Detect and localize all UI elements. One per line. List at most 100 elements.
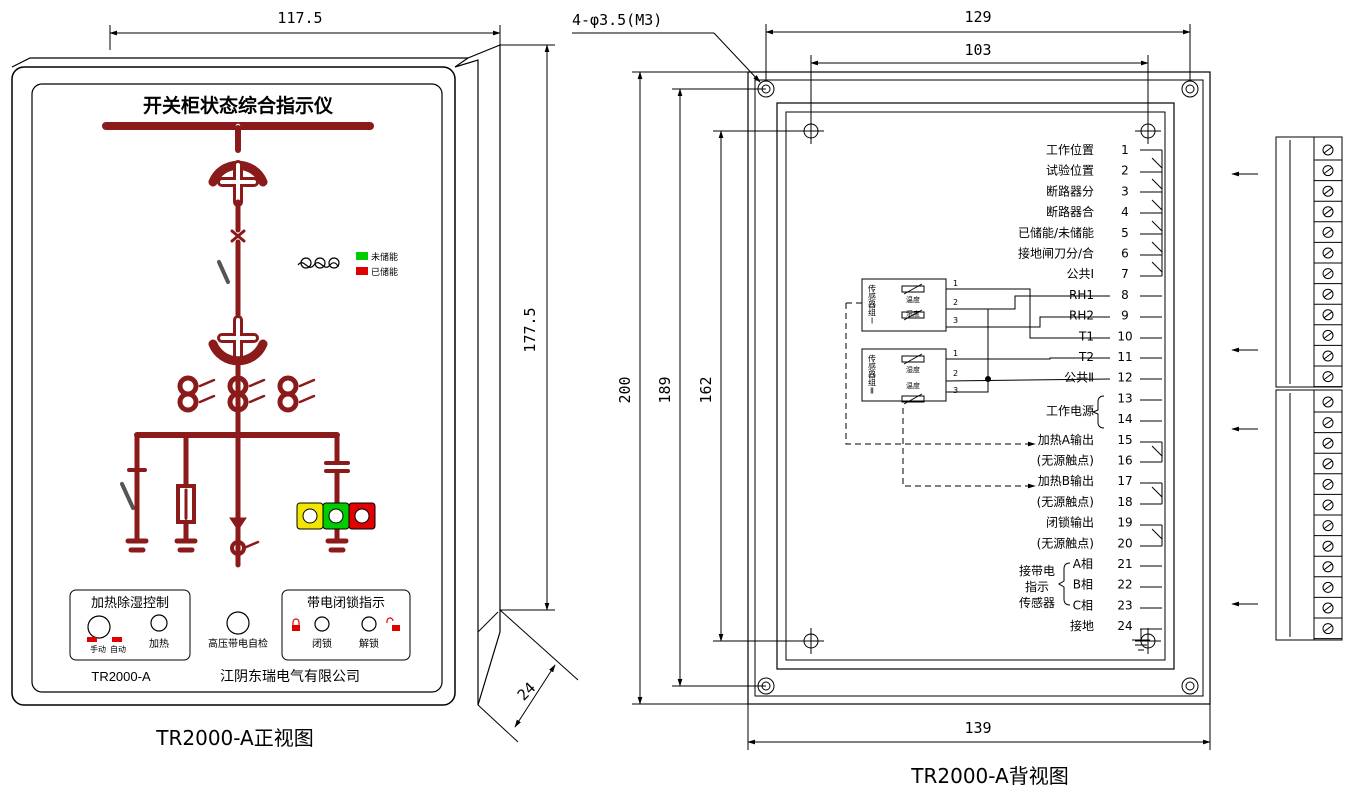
hole-spec: 4-φ3.5(M3) (572, 11, 662, 29)
screw-icon (1322, 581, 1334, 593)
front-depth-dim: 24 (514, 679, 540, 705)
unlock-label: 解锁 (359, 637, 379, 650)
terminal-label: C相 (1073, 598, 1093, 612)
screw-slot (1323, 290, 1333, 298)
terminal-label: RH1 (1069, 288, 1094, 302)
front-height-dim: 177.5 (521, 307, 539, 352)
s1-pin1: 1 (953, 279, 958, 288)
energy-red-label: 已储能 (371, 266, 398, 278)
spring-energy-icon (297, 257, 340, 269)
back-caption: TR2000-A背视图 (910, 764, 1068, 788)
terminal-label: 接地闸刀分/合 (1018, 246, 1094, 261)
screw-icon (1322, 309, 1334, 321)
screw-icon (1322, 350, 1334, 362)
terminal-labels: 1工作位置2试验位置3断路器分4断路器合5已储能/未储能6接地闸刀分/合7公共Ⅰ… (1018, 142, 1133, 633)
screw-icon (1322, 206, 1334, 218)
energy-green-label: 未储能 (371, 251, 398, 263)
screw-icon (1322, 623, 1334, 635)
terminal-number: 2 (1121, 164, 1129, 178)
screw-icon (1322, 417, 1334, 429)
screw-icon (1322, 520, 1334, 532)
heat-manual-auto-knob[interactable] (87, 615, 111, 639)
s2-pin2: 2 (953, 369, 958, 378)
screw-slot (1323, 228, 1333, 236)
lock-lamp (314, 616, 330, 632)
sensor2-temp: 温度 (906, 381, 920, 390)
screw-icon (1322, 247, 1334, 259)
screw-icon (1322, 288, 1334, 300)
terminal-label: B相 (1073, 578, 1093, 592)
dim-189: 189 (656, 376, 674, 403)
model-label: TR2000-A (91, 669, 151, 684)
screw-icon (1322, 540, 1334, 552)
unlock-lamp (361, 616, 377, 632)
screw-slot (1323, 419, 1333, 427)
terminal-number: 17 (1117, 474, 1132, 488)
sensor-group-2-label: 传感器组Ⅱ (868, 354, 877, 396)
terminal-number: 10 (1117, 329, 1132, 343)
terminal-leads (1058, 149, 1163, 651)
terminal-label: T1 (1078, 329, 1094, 343)
sensor1-temp: 温度 (906, 295, 920, 304)
work-power-label: 工作电源 (1046, 404, 1094, 418)
heat-panel (69, 589, 191, 661)
terminal-label: 断路器分 (1046, 183, 1094, 198)
screw-icon (1322, 144, 1334, 156)
terminal-number: 6 (1121, 247, 1129, 261)
screw-slot (1323, 480, 1333, 488)
hv-self-check-label: 高压带电自检 (208, 637, 268, 650)
screw-slot (1323, 208, 1333, 216)
dim-129: 129 (964, 8, 991, 26)
screw-slot (1323, 398, 1333, 406)
live-sensor-line1: 接带电 (1019, 563, 1055, 578)
dim-200: 200 (616, 376, 634, 403)
screw-slot (1323, 167, 1333, 175)
terminal-label: 已储能/未储能 (1018, 225, 1094, 240)
screw-icon (1322, 268, 1334, 280)
screw-icon (1322, 499, 1334, 511)
back-view (572, 24, 1343, 750)
single-line-diagram (102, 122, 374, 568)
manual-indicator (87, 637, 97, 642)
terminal-number: 13 (1117, 391, 1132, 405)
screw-slot (1323, 625, 1333, 632)
screw-icon (1322, 602, 1334, 614)
lock-label: 闭锁 (312, 637, 332, 650)
lock-icon (292, 618, 300, 631)
unlock-icon (386, 617, 400, 631)
screw-icon (1322, 185, 1334, 197)
terminal-number: 9 (1121, 309, 1129, 323)
screw-slot (1323, 439, 1333, 447)
front-caption: TR2000-A正视图 (155, 726, 313, 750)
terminal-label: (无源触点) (1037, 536, 1094, 550)
terminal-number: 23 (1117, 598, 1132, 612)
front-width-dim: 117.5 (277, 9, 322, 27)
insertion-arrows (1231, 171, 1258, 607)
terminal-label: 公共Ⅰ (1066, 267, 1094, 281)
dim-162: 162 (697, 376, 715, 403)
screw-icon (1322, 329, 1334, 341)
s1-pin3: 3 (953, 316, 958, 325)
screw-icon (1322, 165, 1334, 177)
screw-slot (1323, 311, 1333, 319)
terminal-label: A相 (1073, 557, 1093, 571)
terminal-label: 闭锁输出 (1046, 515, 1094, 530)
screw-icon (1322, 371, 1334, 383)
terminal-number: 1 (1121, 143, 1129, 157)
live-sensor-line3: 传感器 (1019, 595, 1055, 610)
screw-slot (1323, 522, 1333, 529)
terminal-label: 公共Ⅱ (1064, 371, 1094, 385)
lock-panel (281, 589, 411, 661)
terminal-number: 5 (1121, 226, 1129, 240)
hv-self-check-button[interactable] (226, 611, 250, 635)
screw-slot (1323, 373, 1333, 381)
dim-103: 103 (964, 41, 991, 59)
terminal-number: 16 (1117, 454, 1132, 468)
s2-pin1: 1 (953, 349, 958, 358)
heat-label: 加热 (149, 637, 169, 650)
front-view (11, 25, 579, 743)
dim-139: 139 (964, 719, 991, 737)
energy-green-swatch (356, 252, 368, 260)
sensor-group-1-box (861, 278, 947, 332)
